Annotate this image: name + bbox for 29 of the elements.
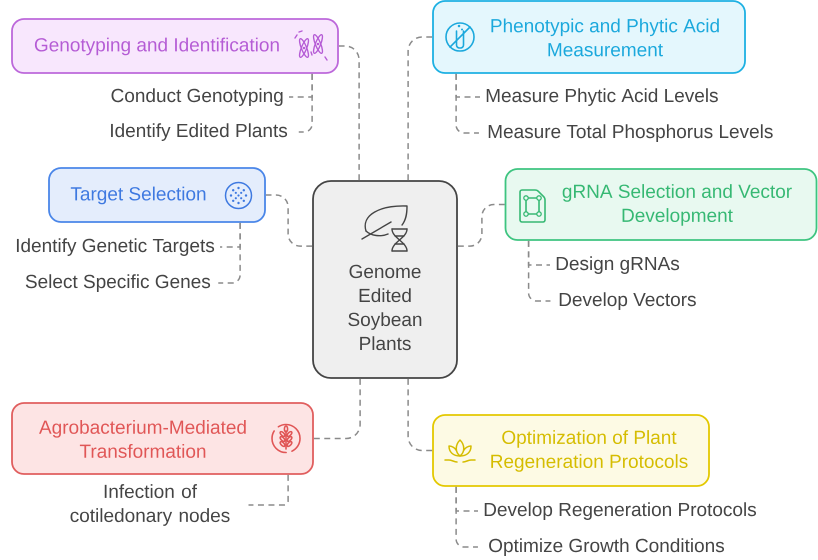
process-box: Phenotypic and Phytic Acid Measurement [432, 0, 746, 74]
connector [455, 74, 479, 134]
central-box: Genome Edited Soybean Plants [312, 180, 458, 379]
connector [218, 222, 241, 284]
connector [338, 45, 360, 180]
task-label: Infection of cotiledonary nodes [70, 484, 230, 526]
process-box: Target Selection [48, 167, 266, 223]
task-label: Identify Edited Plants [111, 123, 288, 141]
task-label: Optimize Growth Conditions [489, 538, 724, 556]
task-label: Design gRNAs [556, 256, 680, 274]
connector [528, 240, 550, 302]
connector [407, 378, 432, 452]
process-box: Optimization of Plant Regeneration Protocols [432, 414, 710, 487]
connector [458, 204, 505, 247]
task-label: Measure Phytic Acid Levels [486, 88, 718, 106]
task-label: Develop Vectors [560, 292, 696, 310]
process-box: Genotyping and Identification [11, 18, 339, 74]
task-label: Identify Genetic Targets [16, 238, 214, 256]
process-box: gRNA Selection and Vector Development [504, 168, 818, 241]
task-label: Conduct Genotyping [112, 88, 283, 106]
task-label: Develop Regeneration Protocols [484, 502, 756, 520]
process-box: Agrobacterium-Mediated Transformation [11, 402, 314, 475]
connector [314, 378, 361, 440]
connector [248, 474, 289, 506]
task-label: Measure Total Phosphorus Levels [488, 124, 773, 142]
connector [266, 194, 312, 247]
task-label: Select Specific Genes [26, 274, 210, 292]
connector [407, 36, 432, 180]
connector [455, 486, 478, 548]
